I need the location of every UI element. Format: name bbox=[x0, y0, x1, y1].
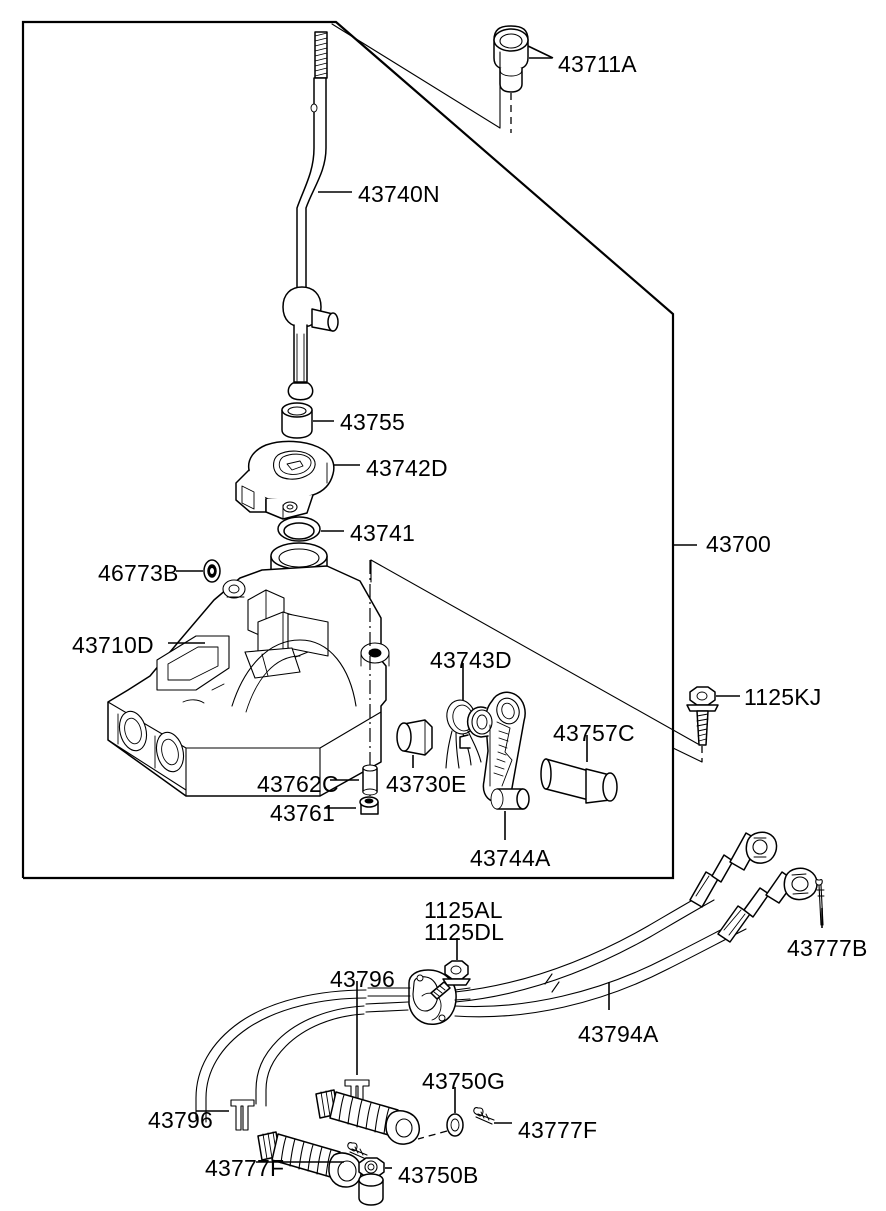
flange-bolt-1125kj bbox=[672, 686, 740, 763]
callout-label-1125al: 1125AL bbox=[424, 897, 503, 923]
callout-label-43794a: 43794A bbox=[578, 1021, 659, 1047]
cable-clip-43796-left bbox=[196, 1099, 255, 1131]
callout-label-43744a: 43744A bbox=[470, 845, 551, 871]
cotter-pin-43777f-right bbox=[473, 1107, 512, 1125]
callout-label-43750b: 43750B bbox=[398, 1162, 479, 1188]
callout-label-43777b: 43777B bbox=[787, 935, 868, 961]
cable-end-nut-43750b bbox=[358, 1157, 392, 1178]
callout-label-43710d: 43710D bbox=[72, 632, 154, 658]
plain-washer-46773b bbox=[176, 559, 221, 583]
callout-label-43741: 43741 bbox=[350, 520, 415, 546]
callout-label-43761: 43761 bbox=[270, 800, 335, 826]
callout-label-43730e: 43730E bbox=[386, 771, 467, 797]
cable-left-runs bbox=[195, 989, 367, 1123]
callout-label-43762c: 43762C bbox=[257, 771, 339, 797]
callout-label-1125dl: 1125DL bbox=[424, 919, 505, 945]
control-shaft-pin-43757c bbox=[540, 735, 618, 804]
cable-clip-43796-top bbox=[344, 981, 370, 1113]
shift-lever-bush-43762c bbox=[330, 764, 378, 796]
callout-label-43796-top: 43796 bbox=[330, 966, 395, 992]
lever-cap-43761 bbox=[325, 796, 379, 815]
select-lever-43744a bbox=[459, 691, 530, 840]
lever-bush-43755 bbox=[281, 402, 334, 439]
section-break-lower bbox=[370, 559, 699, 745]
callout-label-43755: 43755 bbox=[340, 409, 405, 435]
shift-knob-43711a bbox=[493, 25, 554, 133]
gear-shift-lever-43740n bbox=[282, 31, 352, 401]
cotter-pin-43777b bbox=[815, 879, 825, 928]
cotter-pin-43777f-left bbox=[256, 1142, 368, 1163]
seal-ring-43741 bbox=[277, 516, 344, 542]
shift-select-cable-43794a bbox=[454, 831, 818, 1018]
callout-label-43796-left: 43796 bbox=[148, 1107, 213, 1133]
callout-label-1125kj: 1125KJ bbox=[744, 684, 822, 710]
callout-label-43750g: 43750G bbox=[422, 1068, 506, 1094]
callout-label-43777f-right: 43777F bbox=[518, 1117, 598, 1143]
group-box-43700 bbox=[21, 20, 675, 880]
section-break-upper bbox=[331, 23, 501, 129]
cable-bracket-bolt-1125al bbox=[430, 938, 471, 1000]
callout-label-43740n: 43740N bbox=[358, 181, 440, 207]
shift-lever-housing-43710d bbox=[107, 542, 390, 797]
cable-end-upper bbox=[315, 1089, 420, 1145]
callout-label-43700: 43700 bbox=[706, 531, 771, 557]
cable-end-washer-43750g bbox=[417, 1087, 464, 1140]
callout-label-43743d: 43743D bbox=[430, 647, 512, 673]
spacer-bush-43730e bbox=[396, 719, 433, 768]
callout-label-43711a: 43711A bbox=[558, 51, 637, 77]
callout-label-43757c: 43757C bbox=[553, 720, 635, 746]
callout-label-43777f-left: 43777F bbox=[205, 1155, 285, 1181]
shift-lever-bracket-43742d bbox=[235, 440, 360, 520]
callout-label-43742d: 43742D bbox=[366, 455, 448, 481]
cable-end-bush bbox=[358, 1173, 384, 1206]
callout-label-46773b: 46773B bbox=[98, 560, 179, 586]
